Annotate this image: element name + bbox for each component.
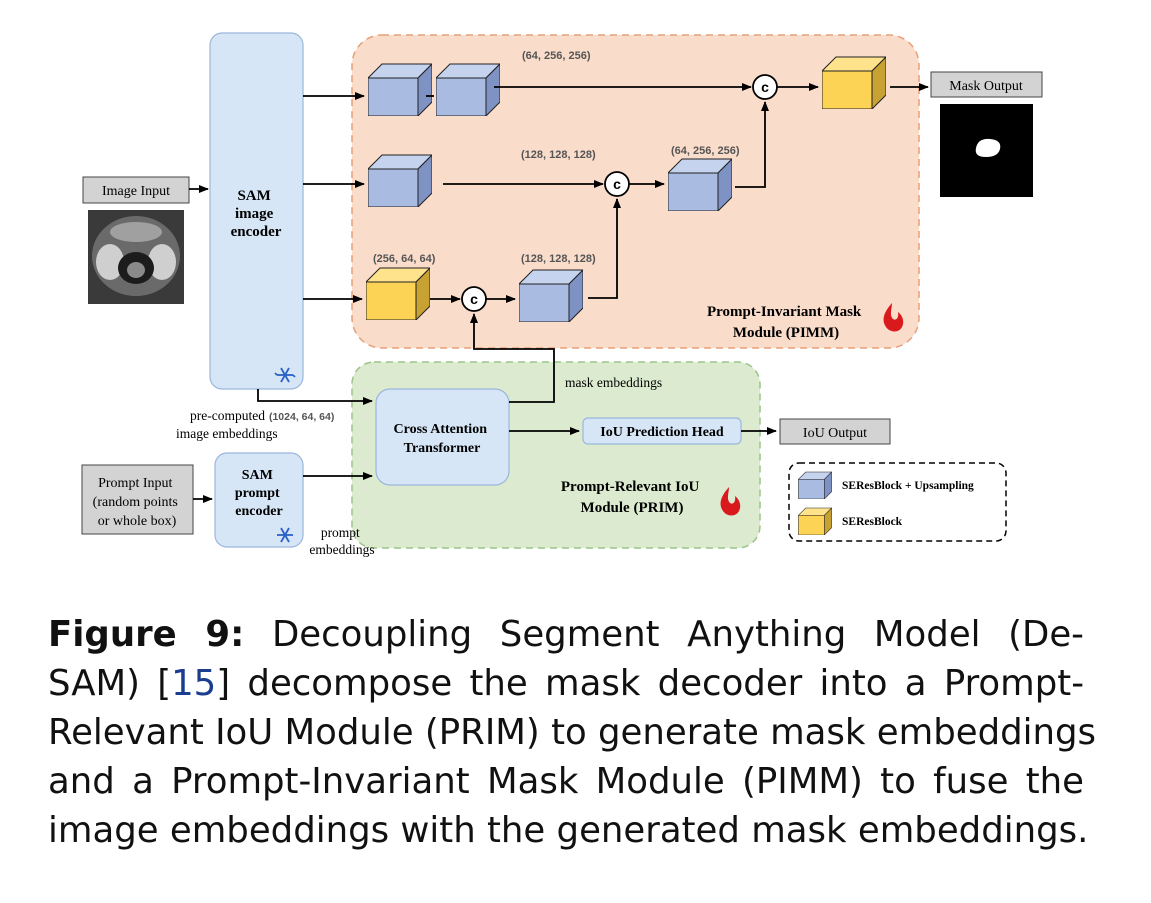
pimm-title-line2: Module (PIMM) — [733, 325, 839, 341]
dim-label-mid: (128, 128, 128) — [521, 149, 596, 161]
prompt-input-line1: Prompt Input — [98, 476, 172, 491]
prompt-embeddings-line2: embeddings — [309, 542, 374, 557]
sam-prompt-encoder-line1: SAM — [242, 468, 273, 483]
legend-yellow-label: SEResBlock — [842, 516, 903, 528]
legend-blue-label: SEResBlock + Upsampling — [842, 480, 974, 492]
legend-cube-blue — [798, 471, 832, 499]
iou-head-label: IoU Prediction Head — [600, 425, 724, 440]
caption-line-5: image embeddings with the generated mask… — [48, 810, 1089, 851]
legend-cube-yellow — [798, 507, 832, 535]
svg-text:Prompt-Relevant IoU Module: Prompt-Relevant IoU Module (PRIM) — [561, 479, 703, 516]
cube-blue-top-1 — [368, 63, 432, 116]
dim-label-mid-right: (64, 256, 256) — [671, 145, 740, 157]
prim-title-line2: Module (PRIM) — [581, 500, 684, 516]
dim-label-bottom-right: (128, 128, 128) — [521, 253, 596, 265]
pimm-title-line1: Prompt-Invariant Mask — [707, 304, 862, 320]
prim-title-line1: Prompt-Relevant IoU — [561, 479, 700, 495]
mask-output-image — [940, 104, 1033, 197]
concat-circle-bottom: c — [461, 286, 487, 312]
svg-text:c: c — [613, 176, 621, 192]
snowflake-icon — [274, 367, 296, 383]
sam-image-encoder-line3: encoder — [231, 224, 282, 240]
cube-yellow-output — [822, 56, 886, 109]
prompt-embeddings-line1: prompt — [321, 525, 360, 540]
legend-box — [788, 462, 1007, 542]
mask-output-label: Mask Output — [949, 79, 1023, 94]
caption-line-3: Relevant IoU Module (PRIM) to generate m… — [48, 712, 1097, 753]
prompt-input-line3: or whole box) — [98, 514, 177, 529]
dim-label-bottom-left: (256, 64, 64) — [373, 253, 436, 265]
caption-line-1: Figure 9: Decoupling Segment Anything Mo… — [48, 614, 1084, 655]
svg-text:c: c — [761, 79, 769, 95]
svg-text:Cross Attention Transforme: Cross Attention Transformer — [394, 422, 491, 456]
concat-circle-top: c — [752, 74, 778, 100]
mask-output-box — [930, 71, 1043, 98]
svg-text:c: c — [470, 291, 478, 307]
image-embeddings-label: image embeddings — [176, 426, 278, 441]
sam-prompt-encoder-line3: encoder — [235, 504, 282, 519]
architecture-diagram: SAM image encoder SAM prompt encoder Ima… — [81, 32, 1043, 557]
prompt-input-line2: (random points — [93, 495, 178, 510]
citation-link[interactable]: 15 — [171, 663, 217, 704]
svg-text:Prompt Input (random point: Prompt Input (random points or whole box… — [93, 476, 182, 529]
iou-output-label: IoU Output — [803, 426, 867, 441]
cross-attention-transformer — [375, 388, 510, 486]
dim-label-top: (64, 256, 256) — [522, 50, 591, 62]
svg-text:SAM prompt encoder: SAM prompt encoder — [235, 468, 283, 519]
svg-text:(64, 256, 256) (128, 128,: (64, 256, 256) (128, 128, 128) (64, 256,… — [373, 50, 743, 265]
mask-embeddings-label: mask embeddings — [565, 375, 662, 390]
caption-line-4: and a Prompt-Invariant Mask Module (PIMM… — [48, 761, 1084, 802]
pimm-region — [351, 34, 920, 349]
sam-image-encoder — [209, 32, 304, 390]
cube-yellow-bottom-1 — [366, 267, 430, 320]
snowflake-icon — [277, 527, 293, 543]
cross-attention-line2: Transformer — [404, 441, 481, 456]
flame-icon — [720, 487, 741, 516]
sam-prompt-encoder — [214, 452, 304, 548]
cross-attention-line1: Cross Attention — [394, 422, 488, 437]
cube-blue-mid-2 — [668, 158, 732, 211]
image-input-label: Image Input — [102, 184, 170, 199]
flame-icon — [883, 303, 904, 332]
sam-image-encoder-line1: SAM — [237, 188, 270, 204]
cube-blue-bottom-2 — [519, 269, 583, 322]
caption-line-2: SAM) [15] decompose the mask decoder int… — [48, 663, 1085, 704]
svg-text:prompt embeddings: prompt embeddings — [309, 525, 374, 557]
precomputed-label: pre-computed(1024, 64, 64) — [190, 408, 334, 423]
connectors — [189, 83, 929, 503]
svg-text:Prompt-Invariant Mask Modu: Prompt-Invariant Mask Module (PIMM) — [707, 304, 865, 341]
figure-caption: Figure 9: Decoupling Segment Anything Mo… — [48, 610, 1097, 855]
prompt-input-box — [81, 464, 194, 535]
svg-text:SAM image encoder: SAM image encoder — [231, 188, 282, 240]
cube-blue-mid-1 — [368, 154, 432, 207]
sam-image-encoder-line2: image — [235, 206, 274, 222]
image-input-box — [82, 176, 190, 204]
cube-blue-top-2 — [436, 63, 500, 116]
iou-output-box — [779, 418, 891, 445]
caption-label: Figure 9: — [48, 614, 245, 655]
sam-prompt-encoder-line2: prompt — [235, 486, 280, 501]
concat-circle-mid: c — [604, 171, 630, 197]
mri-thumbnail — [88, 210, 184, 304]
